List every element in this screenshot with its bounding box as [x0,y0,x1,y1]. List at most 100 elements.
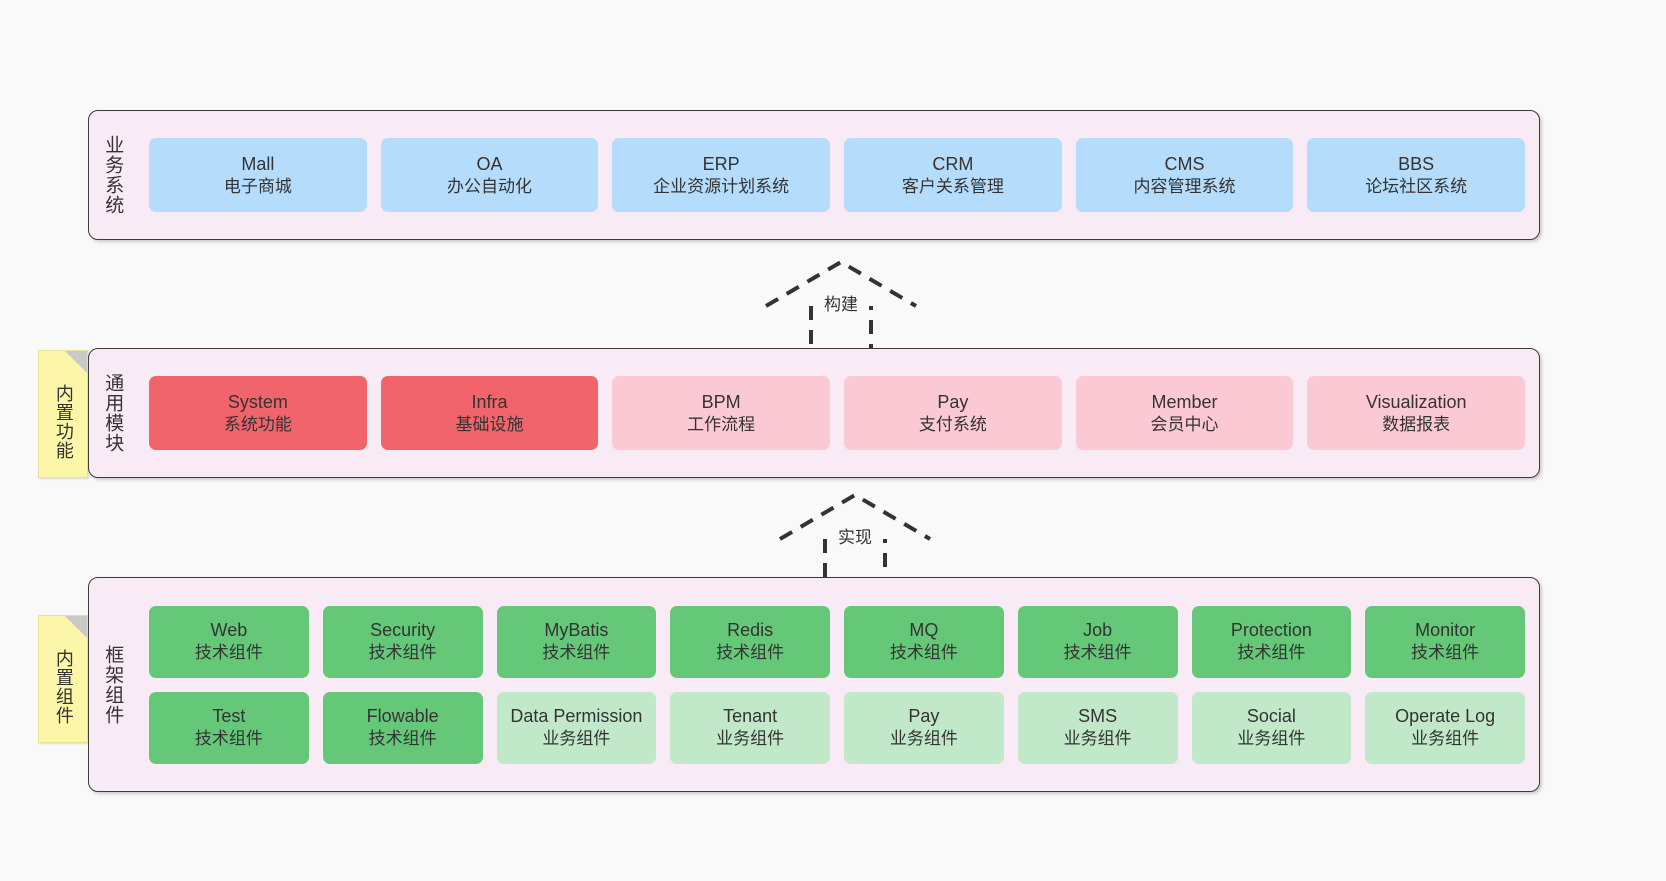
card-web[interactable]: Web 技术组件 [149,605,309,678]
card-title: Monitor [1415,620,1476,641]
card-subtitle: 业务组件 [716,729,785,749]
card-subtitle: 数据报表 [1382,414,1451,434]
layer-title-common-modules: 通用模块 [102,373,124,453]
card-test[interactable]: Test 技术组件 [149,691,309,764]
card-subtitle: 业务组件 [889,729,958,749]
card-subtitle: 基础设施 [455,414,524,434]
card-subtitle: 业务组件 [1237,729,1306,749]
card-tenant[interactable]: Tenant 业务组件 [670,691,830,764]
card-subtitle: 工作流程 [687,414,756,434]
card-monitor[interactable]: Monitor 技术组件 [1365,605,1525,678]
card-title: Social [1246,706,1296,727]
card-subtitle: 业务组件 [1063,729,1132,749]
card-data-permission[interactable]: Data Permission 业务组件 [496,691,657,764]
card-subtitle: 企业资源计划系统 [653,176,790,196]
card-title: BBS [1398,153,1435,174]
layer-title-business-systems: 业务系统 [102,135,124,215]
card-visualization[interactable]: Visualization 数据报表 [1307,376,1526,450]
card-operate-log[interactable]: Operate Log 业务组件 [1365,691,1525,764]
card-title: ERP [702,153,740,174]
card-subtitle: 业务组件 [542,729,611,749]
note-builtin-functions: 内置功能 [38,350,88,478]
card-title: Infra [471,391,508,412]
card-subtitle: 业务组件 [1411,729,1480,749]
card-subtitle: 技术组件 [194,729,263,749]
card-job[interactable]: Job 技术组件 [1017,605,1178,678]
card-title: Tenant [723,706,778,727]
card-subtitle: 技术组件 [368,729,437,749]
card-title: SMS [1078,706,1118,727]
card-bpm[interactable]: BPM 工作流程 [612,376,831,450]
card-row: Web 技术组件 Security 技术组件 MyBatis 技术组件 Redi… [149,605,1525,678]
card-title: System [227,391,288,412]
note-builtin-components: 内置组件 [38,615,88,743]
card-title: Data Permission [510,706,643,727]
card-pay-business[interactable]: Pay 业务组件 [844,691,1004,764]
arrow-build: 构建 [756,254,926,354]
layer-body-business-systems: Mall 电子商城 OA 办公自动化 ERP 企业资源计划系统 CRM 客户关系… [135,111,1539,239]
card-mybatis[interactable]: MyBatis 技术组件 [496,605,657,678]
card-subtitle: 支付系统 [918,414,987,434]
card-subtitle: 系统功能 [223,414,292,434]
card-subtitle: 技术组件 [1237,643,1306,663]
card-flowable[interactable]: Flowable 技术组件 [322,691,483,764]
card-social[interactable]: Social 业务组件 [1191,691,1352,764]
card-title: CRM [932,153,974,174]
layer-body-common-modules: System 系统功能 Infra 基础设施 BPM 工作流程 Pay 支付系统… [135,349,1539,477]
card-row: Mall 电子商城 OA 办公自动化 ERP 企业资源计划系统 CRM 客户关系… [149,138,1526,212]
card-title: Member [1151,391,1218,412]
card-subtitle: 电子商城 [223,176,292,196]
card-title: Protection [1230,620,1312,641]
arrow-label-build: 构建 [824,295,858,314]
card-row: Test 技术组件 Flowable 技术组件 Data Permission … [149,691,1525,764]
card-subtitle: 技术组件 [1063,643,1132,663]
card-title: Pay [937,391,969,412]
card-subtitle: 内容管理系统 [1133,176,1236,196]
card-redis[interactable]: Redis 技术组件 [670,605,830,678]
card-erp[interactable]: ERP 企业资源计划系统 [612,138,831,212]
card-title: Security [370,620,436,641]
layer-title-framework-components: 框架组件 [102,644,124,725]
card-row: System 系统功能 Infra 基础设施 BPM 工作流程 Pay 支付系统… [149,376,1526,450]
card-subtitle: 技术组件 [1411,643,1480,663]
card-title: OA [476,153,503,174]
card-title: Redis [727,620,774,641]
card-title: Mall [241,153,275,174]
arrow-implement: 实现 [770,487,940,587]
arrow-label-implement: 实现 [838,528,872,547]
card-title: BPM [701,391,741,412]
card-sms[interactable]: SMS 业务组件 [1017,691,1178,764]
card-title: Pay [908,706,940,727]
card-protection[interactable]: Protection 技术组件 [1191,605,1352,678]
card-title: Flowable [366,706,439,727]
card-mq[interactable]: MQ 技术组件 [844,605,1004,678]
card-system[interactable]: System 系统功能 [149,376,367,450]
card-title: MQ [909,620,939,641]
card-mall[interactable]: Mall 电子商城 [149,138,367,212]
note-label: 内置功能 [53,384,74,460]
layer-business-systems: 业务系统 Mall 电子商城 OA 办公自动化 ERP 企业资源计划系统 CRM… [88,110,1540,240]
card-oa[interactable]: OA 办公自动化 [380,138,599,212]
card-title: MyBatis [544,620,609,641]
card-subtitle: 技术组件 [716,643,785,663]
card-pay[interactable]: Pay 支付系统 [844,376,1062,450]
card-crm[interactable]: CRM 客户关系管理 [844,138,1062,212]
card-subtitle: 技术组件 [542,643,611,663]
card-bbs[interactable]: BBS 论坛社区系统 [1307,138,1526,212]
card-subtitle: 技术组件 [194,643,263,663]
card-infra[interactable]: Infra 基础设施 [380,376,599,450]
card-title: CMS [1164,153,1205,174]
layer-body-framework-components: Web 技术组件 Security 技术组件 MyBatis 技术组件 Redi… [135,578,1539,791]
card-subtitle: 技术组件 [889,643,958,663]
layer-framework-components: 框架组件 Web 技术组件 Security 技术组件 MyBatis 技术组件… [88,577,1540,792]
card-security[interactable]: Security 技术组件 [322,605,483,678]
card-title: Web [210,620,248,641]
card-subtitle: 技术组件 [368,643,437,663]
card-subtitle: 客户关系管理 [901,176,1004,196]
card-member[interactable]: Member 会员中心 [1075,376,1294,450]
card-title: Visualization [1365,391,1467,412]
card-subtitle: 办公自动化 [447,176,532,196]
card-cms[interactable]: CMS 内容管理系统 [1075,138,1294,212]
card-title: Test [212,706,246,727]
